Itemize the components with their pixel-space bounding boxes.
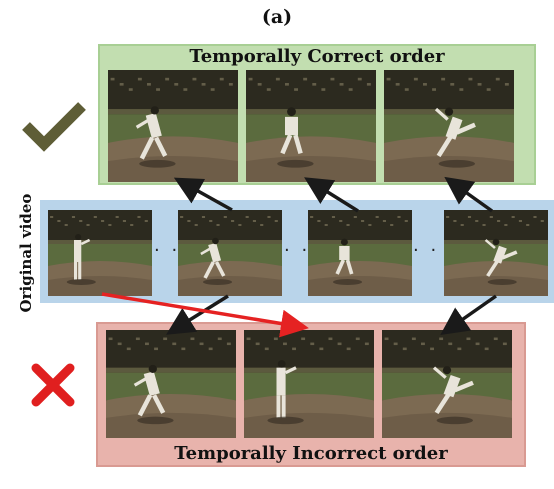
correct-frame-1 bbox=[108, 70, 238, 182]
arrow-orig4-to-correct3 bbox=[444, 176, 494, 213]
arrow-orig2-to-incorrect1 bbox=[166, 294, 229, 335]
ellipsis-3: · · bbox=[413, 240, 440, 261]
incorrect-frame-2 bbox=[244, 330, 374, 438]
arrow-orig3-to-correct2 bbox=[304, 177, 359, 213]
figure-panel-title: (a) bbox=[261, 6, 293, 28]
correct-order-label: Temporally Correct order bbox=[189, 46, 445, 67]
correct-frame-2 bbox=[246, 70, 376, 182]
arrow-orig1-to-correct1 bbox=[173, 177, 233, 212]
original-frame-2 bbox=[178, 210, 282, 296]
original-frame-1 bbox=[48, 210, 152, 296]
original-frame-3 bbox=[308, 210, 412, 296]
correct-frame-3 bbox=[384, 70, 514, 182]
arrow-orig4-to-incorrect3 bbox=[440, 294, 498, 336]
ellipsis-1: · · bbox=[154, 240, 181, 261]
arrow-orig1-to-incorrect2 bbox=[101, 292, 309, 338]
ellipsis-2: · · bbox=[284, 240, 311, 261]
checkmark-icon bbox=[22, 102, 86, 152]
cross-icon bbox=[31, 363, 75, 407]
incorrect-frame-3 bbox=[382, 330, 512, 438]
incorrect-order-label: Temporally Incorrect order bbox=[174, 443, 448, 464]
incorrect-frame-1 bbox=[106, 330, 236, 438]
original-frame-4 bbox=[444, 210, 548, 296]
